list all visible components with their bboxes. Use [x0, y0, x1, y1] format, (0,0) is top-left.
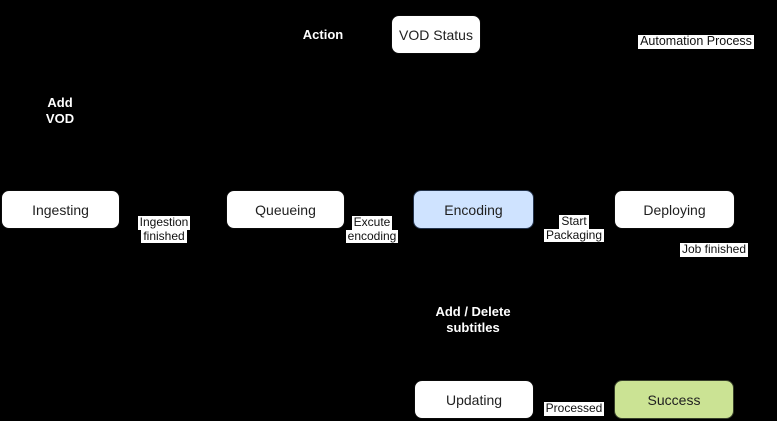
start-packaging-label: Start Packaging	[543, 214, 605, 242]
edge-label-line: finished	[141, 228, 187, 243]
job-finished-label: Job finished	[672, 242, 756, 257]
edge-label-line: Packaging	[543, 227, 605, 242]
node-label: Queueing	[255, 201, 316, 218]
node-deploying: Deploying	[614, 190, 735, 229]
excute-encoding-label: Excute encoding	[342, 215, 402, 243]
annotation-line: Add	[47, 95, 73, 110]
processed-label: Processed	[543, 401, 605, 416]
node-label: Encoding	[444, 201, 503, 218]
add-vod-annotation: Add VOD	[30, 95, 90, 127]
ingestion-finished-label: Ingestion finished	[134, 215, 194, 243]
node-ingesting: Ingesting	[1, 190, 120, 229]
node-queueing: Queueing	[226, 190, 345, 229]
add-delete-subtitles-annotation: Add / Delete subtitles	[403, 304, 543, 336]
edge-label-line: Start	[559, 214, 589, 229]
node-success: Success	[614, 380, 734, 419]
node-label: Updating	[445, 391, 503, 408]
edge-label-line: Automation Process	[638, 34, 754, 49]
edge-label-line: Processed	[543, 401, 605, 416]
node-vod-status: VOD Status	[391, 15, 481, 54]
node-label: Ingesting	[32, 201, 89, 218]
node-label: Success	[647, 391, 701, 408]
annotation-line: subtitles	[446, 320, 500, 335]
node-updating: Updating	[414, 380, 534, 419]
annotation-line: Add / Delete	[435, 304, 511, 319]
node-label: Deploying	[643, 201, 706, 218]
action-annotation: Action	[302, 27, 344, 42]
automation-process-label: Automation Process	[638, 34, 754, 49]
edge-label-line: Excute	[351, 215, 393, 230]
node-label: VOD Status	[399, 26, 473, 43]
edge-label-line: Ingestion	[137, 215, 191, 230]
node-encoding: Encoding	[413, 190, 534, 229]
edge-label-line: Job finished	[679, 242, 749, 257]
edge-label-line: encoding	[345, 228, 399, 243]
annotation-line: VOD	[45, 111, 75, 126]
